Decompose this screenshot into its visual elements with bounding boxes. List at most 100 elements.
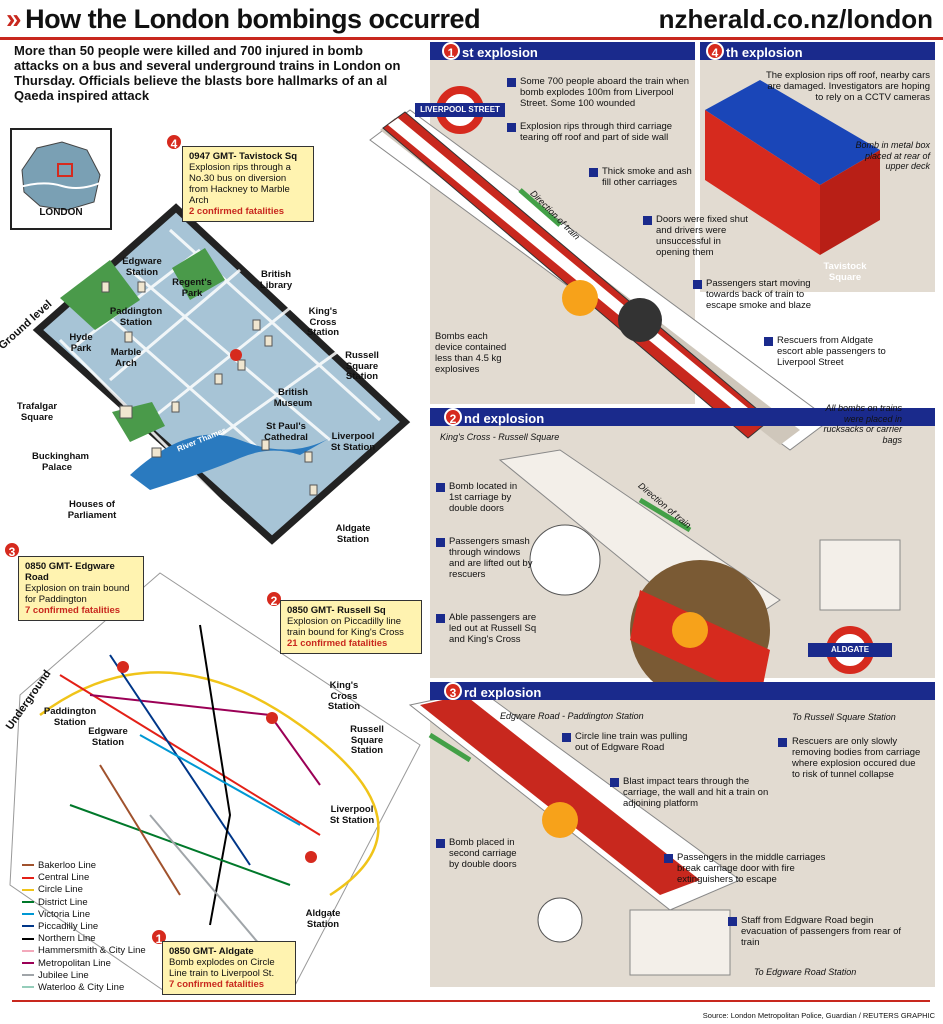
- legend-swatch: [22, 986, 34, 989]
- roundel-bar: LIVERPOOL STREET: [415, 103, 505, 117]
- ug-kings-cross: King's Cross Station: [327, 680, 361, 712]
- callout-fatalities: 21 confirmed fatalities: [287, 638, 388, 649]
- place-hyde-park: Hyde Park: [69, 332, 93, 354]
- place-british-museum: British Museum: [273, 387, 313, 409]
- place-buckingham: Buckingham Palace: [32, 451, 90, 473]
- note-bullet: [507, 123, 516, 132]
- legend-item: Bakerloo Line: [22, 860, 162, 872]
- callout-body: Explosion on train bound for Paddington: [25, 583, 130, 605]
- legend-swatch: [22, 937, 34, 940]
- ground-level-map: Ground level Edgware Station Paddington …: [0, 190, 430, 570]
- note-bullet: [436, 483, 445, 492]
- note-bullet: [664, 854, 673, 863]
- legend-swatch: [22, 888, 34, 891]
- note-bullet: [589, 168, 598, 177]
- explosion3-note-4: Passengers in the middle carriages break…: [677, 852, 826, 885]
- header-rule: [0, 37, 943, 40]
- explosion2-note-4: Rescuers are only slowly removing bodies…: [792, 736, 921, 780]
- explosion1-note-1: Some 700 people aboard the train when bo…: [520, 76, 690, 109]
- explosion3-to-station: To Edgware Road Station: [754, 967, 857, 977]
- callout-title: 0947 GMT- Tavistock Sq: [189, 151, 298, 162]
- ug-liverpool: Liverpool St Station: [329, 804, 375, 826]
- explosion4-note-1: The explosion rips off roof, nearby cars…: [765, 70, 930, 103]
- explosion2-note-3: Able passengers are led out at Russell S…: [449, 612, 537, 645]
- legend-item: Metropolitan Line: [22, 958, 162, 970]
- callout-edgware-road: 0850 GMT- Edgware Road Explosion on trai…: [18, 556, 144, 621]
- place-regents-park: Regent's Park: [172, 277, 212, 299]
- legend-item: Hammersmith & City Line: [22, 945, 162, 957]
- note-bullet: [610, 778, 619, 787]
- london-inset-map: LONDON: [10, 128, 112, 230]
- place-aldgate: Aldgate Station: [335, 523, 371, 545]
- inset-map-graphic: [16, 141, 108, 211]
- callout-russell-sq: 0850 GMT- Russell Sq Explosion on Piccad…: [280, 600, 422, 654]
- explosion1-note-5: Passengers start moving towards back of …: [706, 278, 812, 311]
- legend-swatch: [22, 974, 34, 977]
- bottom-rule: [12, 1000, 930, 1002]
- note-bullet: [562, 733, 571, 742]
- page-title: »How the London bombings occurred: [6, 3, 481, 34]
- callout-3-badge: 3: [3, 541, 21, 561]
- place-marble-arch: Marble Arch: [110, 347, 142, 369]
- note-bullet: [436, 538, 445, 547]
- legend-item: District Line: [22, 897, 162, 909]
- legend-swatch: [22, 913, 34, 916]
- legend-swatch: [22, 961, 34, 964]
- line-legend: Bakerloo Line Central Line Circle Line D…: [22, 860, 162, 994]
- note-bullet: [693, 280, 702, 289]
- place-st-pauls: St Paul's Cathedral: [264, 421, 308, 443]
- place-paddington: Paddington Station: [109, 306, 163, 328]
- callout-fatalities: 7 confirmed fatalities: [169, 979, 265, 990]
- explosion1-note-3: Thick smoke and ash fill other carriages: [602, 166, 692, 188]
- intro-text: More than 50 people were killed and 700 …: [14, 43, 401, 103]
- place-trafalgar: Trafalgar Square: [16, 401, 58, 423]
- ground-map-graphic: [32, 203, 411, 545]
- callout-body: Explosion rips through a No.30 bus on di…: [189, 162, 291, 206]
- callout-title: 0850 GMT- Russell Sq: [287, 605, 386, 616]
- place-british-library: British Library: [259, 269, 293, 291]
- callout-body: Bomb explodes on Circle Line train to Li…: [169, 957, 275, 979]
- explosion3-subtitle: Edgware Road - Paddington Station: [500, 711, 644, 721]
- aldgate-roundel: ALDGATE: [808, 626, 892, 674]
- explosion3-note-3: Bomb placed in second carriage by double…: [449, 837, 517, 870]
- note-bullet: [778, 738, 787, 747]
- place-kings-cross: King's Cross Station: [306, 306, 340, 338]
- explosion1-rucksacks: All bombs on trains were placed in rucks…: [823, 403, 902, 445]
- legend-item: Jubilee Line: [22, 970, 162, 982]
- callout-fatalities: 7 confirmed fatalities: [25, 605, 121, 616]
- explosion1-note-4: Doors were fixed shut and drivers were u…: [656, 214, 748, 258]
- note-bullet: [507, 78, 516, 87]
- legend-item: Central Line: [22, 872, 162, 884]
- legend-swatch: [22, 876, 34, 879]
- callout-body: Explosion on Piccadilly line train bound…: [287, 616, 404, 638]
- liverpool-street-roundel: LIVERPOOL STREET: [415, 86, 505, 134]
- place-edgware: Edgware Station: [122, 256, 162, 278]
- note-bullet: [764, 337, 773, 346]
- explosion2-note-2: Passengers smash through windows and are…: [449, 536, 533, 580]
- chevron-icon: »: [6, 3, 22, 34]
- explosion1-note-2: Explosion rips through third carriage te…: [520, 121, 673, 143]
- legend-item: Piccadilly Line: [22, 921, 162, 933]
- ug-russell: Russell Square Station: [350, 724, 384, 756]
- explosion3-note-1: Circle line train was pulling out of Edg…: [575, 731, 688, 753]
- source-credit: Source: London Metropolitan Police, Guar…: [702, 1011, 935, 1020]
- underground-map-graphic: [9, 572, 421, 996]
- note-bullet: [728, 917, 737, 926]
- explosion3-note-5: Staff from Edgware Road begin evacuation…: [741, 915, 902, 948]
- legend-item: Waterloo & City Line: [22, 982, 162, 994]
- callout-aldgate: 0850 GMT- Aldgate Bomb explodes on Circl…: [162, 941, 296, 995]
- callout-tavistock: 0947 GMT- Tavistock Sq Explosion rips th…: [182, 146, 314, 222]
- tavistock-square-label: Tavistock Square: [823, 261, 867, 283]
- explosion2-to-station: To Russell Square Station: [792, 712, 896, 722]
- ug-edgware: Edgware Station: [88, 726, 128, 748]
- legend-swatch: [22, 925, 34, 928]
- inset-label: LONDON: [39, 207, 83, 218]
- explosion2-subtitle: King's Cross - Russell Square: [440, 432, 560, 442]
- place-russell-square: Russell Square Station: [345, 350, 379, 382]
- place-parliament: Houses of Parliament: [67, 499, 117, 521]
- legend-swatch: [22, 901, 34, 904]
